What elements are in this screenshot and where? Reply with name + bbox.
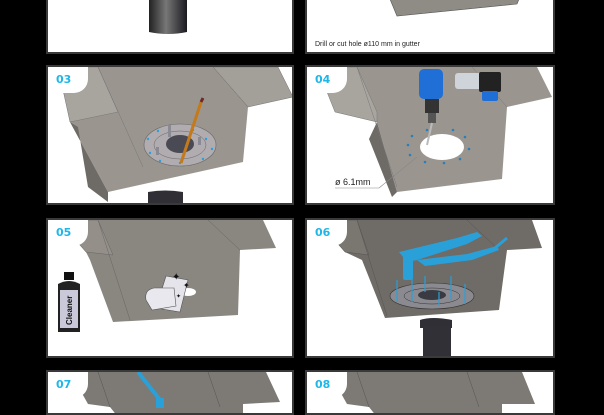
step-number: 05	[56, 226, 72, 239]
mark-holes-illustration	[57, 67, 292, 203]
svg-text:✦: ✦	[176, 293, 181, 300]
step-number: 06	[315, 226, 331, 239]
step-badge	[48, 220, 88, 246]
cleaner-bottle-icon: Cleaner	[58, 272, 80, 332]
svg-text:✦: ✦	[183, 281, 190, 290]
step-badge	[48, 372, 88, 398]
svg-text:✦: ✦	[172, 272, 180, 283]
step-badge	[307, 67, 347, 93]
step-panel-03: 03	[46, 65, 294, 205]
bottle-label: Cleaner	[65, 296, 74, 325]
step-panel-06: 06	[305, 218, 555, 358]
drill-icon	[419, 69, 501, 146]
step-panel-02: Drill or cut hole ø110 mm in gutter	[305, 0, 555, 54]
hole-diameter-label: ø 6.1mm	[335, 177, 371, 187]
pencil	[179, 101, 203, 164]
step-number: 07	[56, 378, 72, 391]
step-panel-08: 08	[305, 370, 555, 415]
rivet-gun-icon	[399, 232, 508, 280]
step-badge	[307, 372, 347, 398]
step-number: 08	[315, 378, 331, 391]
step-number: 04	[315, 73, 331, 86]
hand-icon	[145, 287, 177, 311]
step-panel-04: 04 ø 6.1mm	[305, 65, 555, 205]
rivet-flange-illustration	[316, 220, 542, 356]
step-badge	[48, 67, 88, 93]
sealant-nozzle	[136, 372, 162, 402]
pipe-illustration	[149, 0, 187, 34]
step-panel-05: 05 ✦ ✦ ✦ Cleaner	[46, 218, 294, 358]
step-panel-01	[46, 0, 294, 54]
step-badge	[307, 220, 347, 246]
step-caption: Drill or cut hole ø110 mm in gutter	[315, 41, 420, 48]
clean-surface-illustration: ✦ ✦ ✦ Cleaner	[57, 220, 276, 332]
step-number: 03	[56, 73, 72, 86]
gutter-illustration	[390, 0, 519, 17]
step-panel-07: 07	[46, 370, 294, 415]
